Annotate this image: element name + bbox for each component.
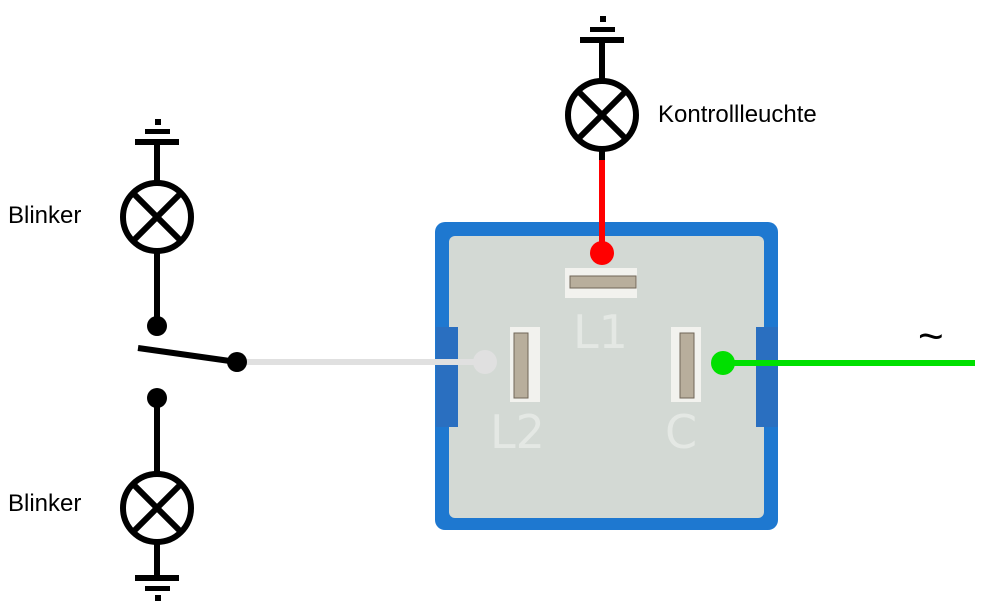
ground-icon: [135, 575, 179, 601]
switch-lever: [137, 345, 238, 365]
wire-l1-dot: [590, 241, 614, 265]
pin-l2-terminal: [510, 327, 540, 402]
switch-pivot: [227, 352, 247, 372]
pin-label-c: C: [665, 405, 698, 459]
label-indicator-lamp: Kontrollleuchte: [658, 101, 817, 128]
label-blinker-top: Blinker: [8, 202, 82, 229]
ground-icon: [135, 119, 179, 145]
pin-label-l2: L2: [490, 405, 545, 459]
indicator-lamp: [565, 40, 639, 160]
label-ac-symbol: ~: [918, 312, 944, 361]
switch-contact-top: [147, 316, 167, 336]
pin-c-terminal: [671, 327, 701, 402]
ground-icon: [580, 16, 624, 43]
pin-l1-terminal: [565, 268, 637, 298]
wire-l2-dot: [473, 350, 497, 374]
label-blinker-bottom: Blinker: [8, 490, 82, 517]
blinker-lamp-bottom: [120, 398, 194, 578]
wire-c-dot: [711, 351, 735, 375]
blinker-lamp-top: [120, 142, 194, 326]
pin-label-l1: L1: [573, 305, 628, 359]
flasher-relay: [435, 222, 778, 530]
